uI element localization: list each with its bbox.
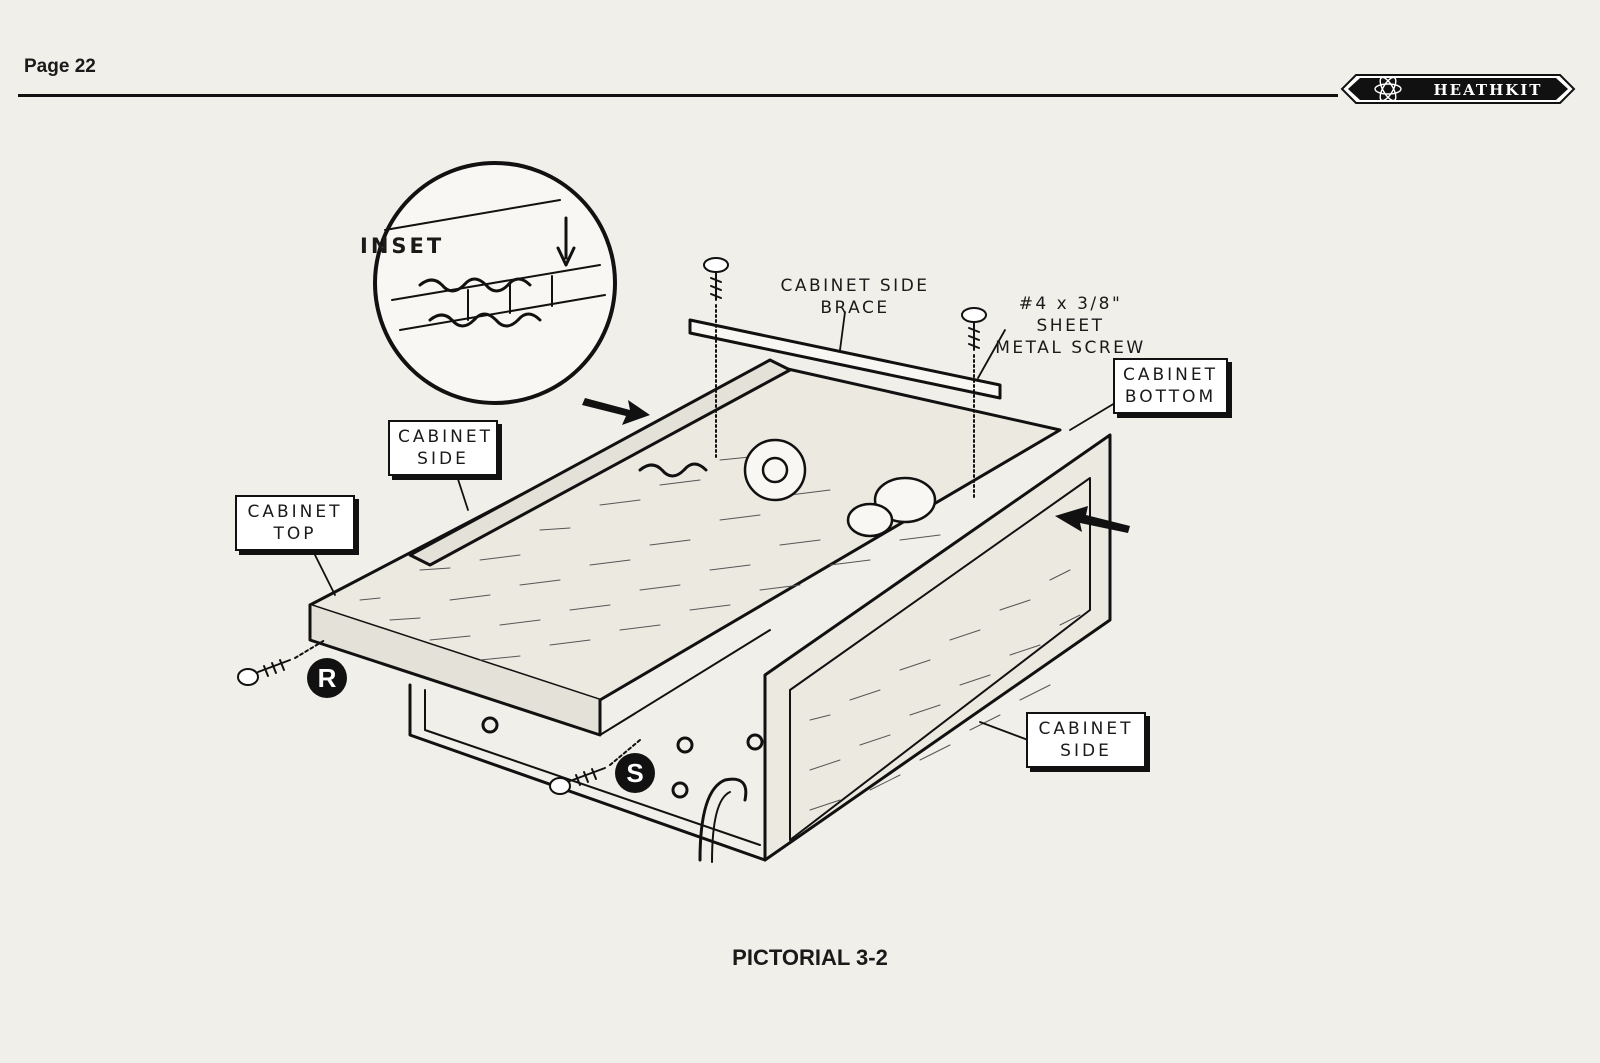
figure-caption: PICTORIAL 3-2 <box>732 945 888 970</box>
callout-s: S <box>615 753 655 793</box>
label-line: CABINET <box>247 502 343 522</box>
label-line: BOTTOM <box>1124 387 1217 407</box>
label-line: SIDE <box>1060 741 1112 761</box>
label-line: CABINET <box>1123 365 1219 385</box>
label-line: TOP <box>273 524 317 544</box>
screw-icon <box>703 257 987 501</box>
label-cabinet-bottom: CABINET BOTTOM <box>1113 358 1228 414</box>
label-line: CABINET <box>1038 719 1134 739</box>
label-line: METAL SCREW <box>995 338 1146 358</box>
cabinet-side-brace <box>688 318 1002 400</box>
atom-icon <box>1374 76 1402 102</box>
internal-components <box>638 438 937 538</box>
cabinet-side-upper <box>408 358 792 567</box>
cabinet-side-front <box>763 433 1112 862</box>
callout-r: R <box>307 658 347 698</box>
label-cabinet-side-lower: CABINET SIDE <box>1026 712 1146 768</box>
header-rule <box>18 94 1338 97</box>
arrow-icon <box>582 398 1130 533</box>
label-cabinet-side-upper: CABINET SIDE <box>388 420 498 476</box>
label-line: CABINET <box>398 427 494 447</box>
leader-lines <box>314 311 1121 741</box>
label-metal-screw: #4 x 3/8" SHEET METAL SCREW <box>988 293 1153 359</box>
brand-name: HEATHKIT <box>1434 81 1543 99</box>
label-cabinet-side-brace: CABINET SIDE BRACE <box>775 275 935 319</box>
brand-badge: HEATHKIT <box>1338 73 1578 105</box>
screw-icon <box>237 639 641 795</box>
chassis-front <box>408 683 767 863</box>
label-line: SIDE <box>417 449 469 469</box>
page-number: Page 22 <box>24 56 96 77</box>
inset-detail <box>373 161 617 405</box>
label-line: CABINET SIDE <box>780 276 930 296</box>
label-line: BRACE <box>820 298 890 318</box>
label-line: #4 x 3/8" SHEET <box>1018 294 1123 336</box>
inset-arrow <box>556 216 576 267</box>
label-cabinet-top: CABINET TOP <box>235 495 355 551</box>
inset-label: INSET <box>360 234 445 258</box>
